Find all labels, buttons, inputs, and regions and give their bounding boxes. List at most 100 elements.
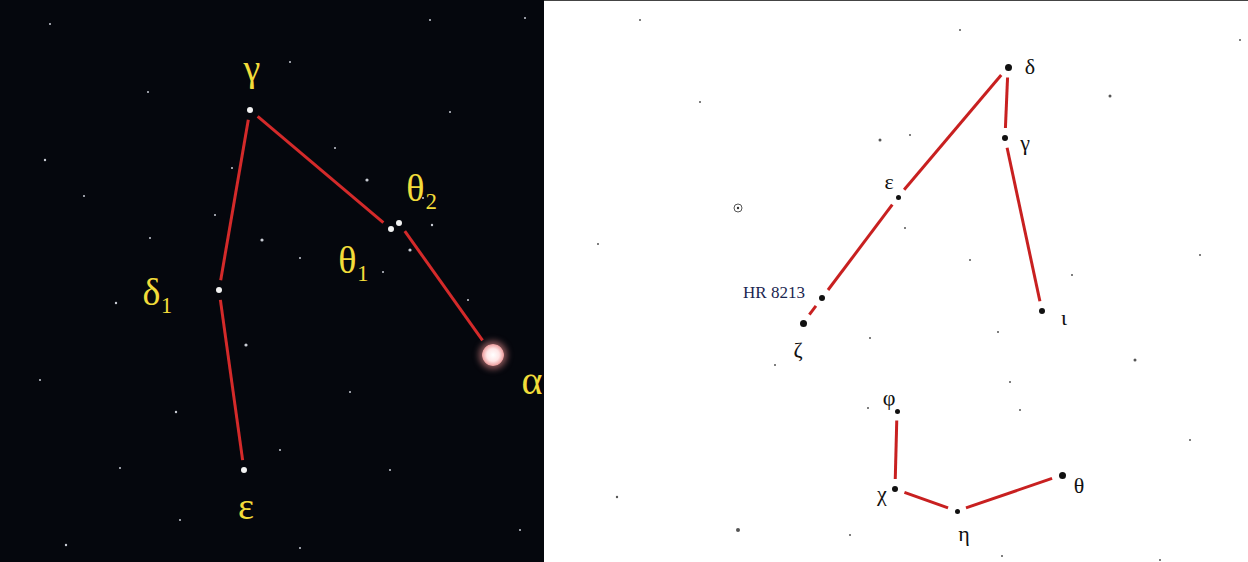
star-label: θ₂ xyxy=(406,169,437,207)
faint-star xyxy=(408,248,411,251)
constellation-line xyxy=(1005,77,1007,128)
star-label: η xyxy=(958,523,970,545)
faint-star xyxy=(849,534,851,536)
faint-star xyxy=(149,237,151,239)
faint-star xyxy=(231,167,233,169)
star-point: θ₂ xyxy=(396,220,402,226)
star-point: δ xyxy=(1005,64,1012,71)
star-label: γ xyxy=(244,49,261,87)
star-label: δ xyxy=(1025,56,1035,78)
faint-star xyxy=(736,528,740,532)
faint-star xyxy=(49,23,51,25)
faint-star xyxy=(1134,359,1137,362)
faint-star xyxy=(869,337,871,339)
constellation-line xyxy=(904,492,948,507)
star-label: δ₁ xyxy=(142,273,173,311)
galaxy-symbol xyxy=(734,204,742,212)
faint-star xyxy=(429,19,431,21)
star-point: ζ xyxy=(800,320,807,327)
star-point: γ xyxy=(247,107,253,113)
faint-star xyxy=(334,147,336,149)
faint-star xyxy=(1199,254,1201,256)
faint-star xyxy=(175,411,177,413)
background-stars xyxy=(39,17,1241,561)
star-point: γ xyxy=(1002,135,1008,141)
constellation-line xyxy=(258,116,384,222)
faint-star xyxy=(449,111,451,113)
faint-star xyxy=(597,243,599,245)
faint-star xyxy=(119,467,121,469)
star-label: ζ xyxy=(793,339,802,361)
star-point: θ xyxy=(1059,472,1066,479)
night-sky-panel xyxy=(0,0,544,562)
star-point: HR 8213 xyxy=(819,295,825,301)
faint-star xyxy=(1189,439,1191,441)
star-label: χ xyxy=(877,483,887,505)
constellation-line xyxy=(828,205,892,290)
star-point: χ xyxy=(892,486,898,492)
faint-star xyxy=(1019,409,1021,411)
faint-star xyxy=(299,547,301,549)
star-point: ε xyxy=(896,195,901,200)
star-label: γ xyxy=(1020,132,1030,154)
star-label: α xyxy=(522,361,543,401)
faint-star xyxy=(524,17,526,19)
faint-star xyxy=(639,19,641,21)
star-label: ι xyxy=(1061,307,1067,329)
star-point: θ₁ xyxy=(388,226,394,232)
faint-star xyxy=(349,391,351,393)
constellation-line xyxy=(221,120,249,280)
faint-star xyxy=(389,469,391,471)
faint-star xyxy=(467,299,469,301)
faint-star xyxy=(39,379,41,381)
faint-star xyxy=(279,449,281,451)
faint-star xyxy=(959,29,961,31)
star-point: δ₁ xyxy=(216,287,222,293)
constellation-line xyxy=(809,306,816,315)
constellation-line xyxy=(1007,148,1040,301)
faint-star xyxy=(244,343,247,346)
faint-star xyxy=(867,407,869,409)
constellation-line xyxy=(405,231,483,340)
faint-star xyxy=(1001,555,1003,557)
star-label: ε xyxy=(238,487,254,525)
faint-star xyxy=(909,134,911,136)
chart-panel xyxy=(544,0,1248,562)
star-point: φ xyxy=(895,409,900,414)
faint-star xyxy=(616,496,618,498)
faint-star xyxy=(969,259,971,261)
star-label: θ₁ xyxy=(338,241,369,279)
faint-star xyxy=(774,364,776,366)
faint-star xyxy=(699,101,701,103)
faint-star xyxy=(299,257,301,259)
star-point: ι xyxy=(1039,308,1045,314)
star-point: ε xyxy=(241,467,247,473)
faint-star xyxy=(431,224,433,226)
faint-star xyxy=(1109,95,1112,98)
faint-star xyxy=(997,331,999,333)
faint-star xyxy=(1159,559,1161,561)
constellation-line xyxy=(895,420,897,479)
constellation-line xyxy=(220,300,242,460)
faint-star xyxy=(904,227,906,229)
constellation-line xyxy=(966,478,1052,508)
faint-star xyxy=(214,214,216,216)
faint-star xyxy=(1239,39,1241,41)
faint-star xyxy=(289,61,291,63)
faint-star xyxy=(365,178,368,181)
faint-star xyxy=(115,302,117,304)
faint-star xyxy=(179,519,181,521)
faint-star xyxy=(65,544,67,546)
constellation-line xyxy=(904,75,1001,190)
faint-star xyxy=(44,159,46,161)
faint-star xyxy=(519,529,521,531)
faint-star xyxy=(1071,274,1073,276)
faint-star xyxy=(382,271,384,273)
faint-star xyxy=(83,195,85,197)
star-point: α xyxy=(482,344,504,366)
star-label: HR 8213 xyxy=(743,284,805,301)
star-label: θ xyxy=(1074,475,1085,497)
faint-star xyxy=(147,91,149,93)
